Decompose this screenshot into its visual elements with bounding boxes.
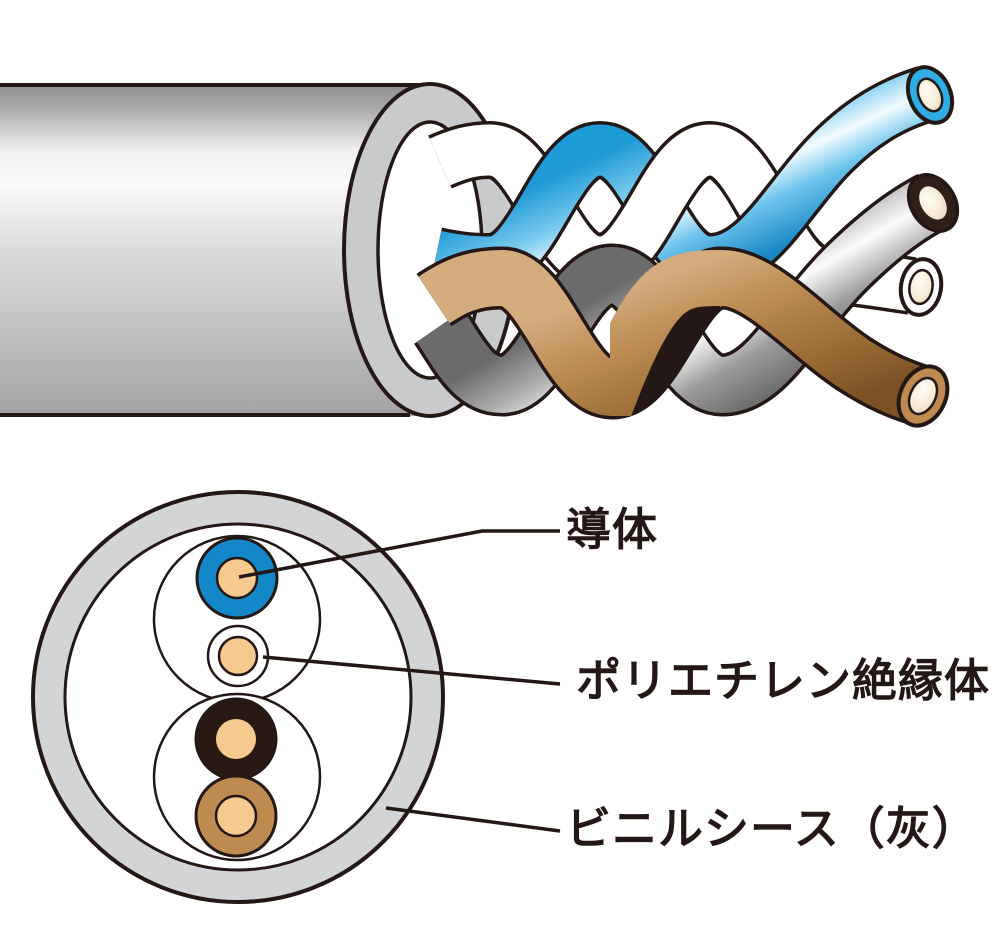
wire-brown-3d-crossover [610,246,720,420]
conductor-core [217,635,259,677]
leader-conductor [238,529,560,579]
wire-brown-tip [896,364,950,428]
conductor-core [215,556,259,600]
cross-section-black-wire [194,697,278,781]
cable-3d-view [0,65,960,428]
wire-black-tip [906,173,960,233]
leader-insulation [262,655,561,686]
conductor-core [919,186,947,220]
cross-section-brown-wire [194,774,278,858]
wire-blue-tip [905,65,955,125]
label-sheath: ビニルシース（灰） [566,802,978,855]
label-conductor: 導体 [566,503,659,556]
conductor-core [214,794,258,838]
wire-white-3d-crossover [600,120,710,292]
conductor-core [216,719,256,759]
leader-sheath [385,806,561,833]
conductor-core [907,376,939,416]
cable-cross-section [31,490,561,904]
leader-lines [238,529,561,833]
wire-white-tip [898,257,944,317]
conductor-core [908,268,934,306]
cross-section-white-wire [206,624,270,688]
conductor-core [916,77,944,113]
label-insulation: ポリエチレン絶縁体 [576,654,991,707]
cross-section-blue-wire [195,536,279,620]
